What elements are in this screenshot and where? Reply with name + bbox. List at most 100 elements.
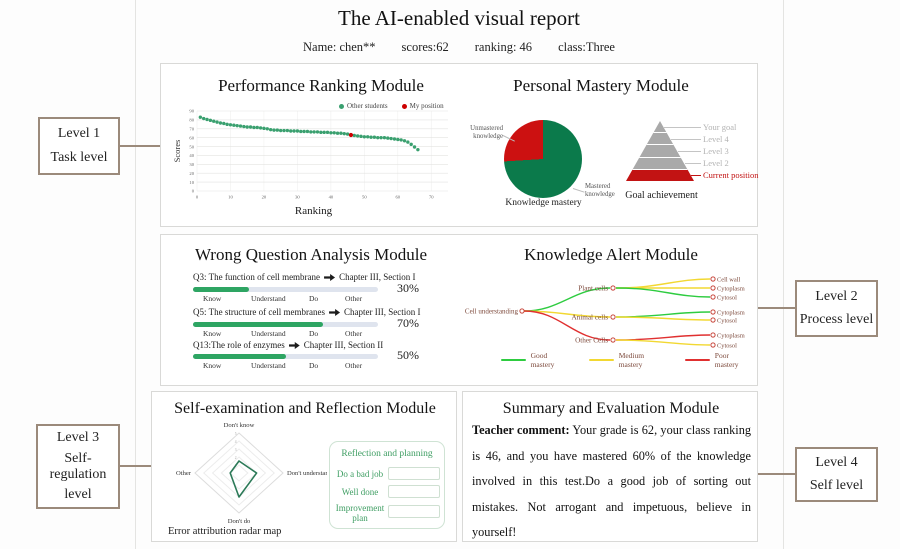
q5-scale: Know Understand Do Other — [203, 329, 363, 338]
scatter-legend: Other students My position — [339, 102, 444, 110]
q5-percent: 70% — [397, 316, 419, 330]
pie-leader-line-right — [572, 188, 585, 193]
svg-text:80: 80 — [189, 118, 194, 123]
field-label-bad-job: Do a bad job — [336, 469, 384, 479]
student-ranking: ranking: 46 — [474, 40, 533, 54]
svg-text:Scores: Scores — [172, 140, 182, 163]
svg-text:Other Cells: Other Cells — [575, 337, 608, 345]
q13-progress-fill — [193, 354, 286, 359]
improvement-plan-input[interactable] — [388, 505, 440, 518]
field-label-well-done: Well done — [341, 487, 379, 497]
svg-text:50: 50 — [362, 195, 367, 200]
svg-text:Cytosol: Cytosol — [717, 342, 737, 349]
wrong-module-title: Wrong Question Analysis Module — [194, 245, 428, 264]
svg-text:Don't do: Don't do — [228, 518, 251, 525]
svg-text:40: 40 — [329, 195, 334, 200]
mastery-module-title: Personal Mastery Module — [513, 76, 689, 95]
tree-legend: Good mastery Medium mastery Poor mastery — [501, 351, 751, 369]
q3-percent: 30% — [397, 281, 419, 295]
pyramid-leader-3 — [678, 151, 701, 152]
scatter-xlabel: Ranking — [294, 205, 333, 217]
level2-connector — [757, 307, 795, 309]
svg-text:2: 2 — [235, 456, 237, 460]
svg-text:70: 70 — [429, 195, 434, 200]
svg-text:Plant cells: Plant cells — [578, 285, 608, 293]
svg-text:Don't understand: Don't understand — [287, 470, 327, 477]
red-dot-icon — [401, 103, 407, 109]
level1-line1: Level 1 — [57, 126, 101, 142]
performance-module-title: Performance Ranking Module — [218, 76, 424, 95]
reflection-title: Reflection and planning — [341, 449, 433, 459]
pyramid-label-l2: Level 2 — [703, 158, 729, 168]
svg-text:Cell wall: Cell wall — [717, 276, 740, 283]
pyramid-leader-5 — [691, 175, 701, 176]
svg-text:40: 40 — [189, 153, 194, 158]
teacher-comment-label: Teacher comment: — [472, 423, 570, 437]
svg-text:0: 0 — [196, 195, 199, 200]
level3-line3: level — [64, 486, 92, 502]
red-line-icon — [685, 358, 710, 362]
svg-text:Cytosol: Cytosol — [717, 294, 737, 301]
pyramid-leader-4 — [685, 163, 701, 164]
svg-text:Cytoplasm: Cytoplasm — [717, 285, 745, 292]
process-level-panel: Wrong Question Analysis Module Q3: The f… — [160, 234, 758, 386]
svg-text:70: 70 — [189, 126, 194, 131]
svg-text:50: 50 — [189, 144, 194, 149]
svg-text:60: 60 — [396, 195, 401, 200]
pyramid-label-current: Current position — [703, 170, 759, 180]
pie-label-mastered: Mastered knowledge — [585, 183, 615, 199]
q13-progress-track — [193, 354, 378, 359]
well-done-input[interactable] — [388, 485, 440, 498]
level2-line2: Process level — [799, 312, 874, 327]
svg-text:30: 30 — [295, 195, 300, 200]
q5-progress-track — [193, 322, 378, 327]
svg-text:20: 20 — [189, 171, 194, 176]
self-level-panel: Summary and Evaluation Module Teacher co… — [462, 391, 758, 542]
pyramid-leader-2 — [671, 139, 701, 140]
legend-my-position: My position — [401, 102, 444, 110]
q5-progress-fill — [193, 322, 323, 327]
q3-progress-track — [193, 287, 378, 292]
svg-text:Cytoplasm: Cytoplasm — [717, 309, 745, 316]
legend-other-students: Other students — [339, 102, 388, 110]
svg-text:Other: Other — [176, 470, 192, 477]
level1-box: Level 1 Task level — [38, 117, 120, 175]
pie-label-unmastered: Unmastered knowledge — [470, 125, 503, 141]
task-level-panel: Performance Ranking Module Other student… — [160, 63, 758, 227]
svg-text:3: 3 — [235, 448, 237, 452]
level4-line2: Self level — [809, 477, 864, 493]
yellow-line-icon — [589, 358, 614, 362]
legend-good-mastery: Good mastery — [501, 351, 569, 369]
teacher-comment: Teacher comment: Your grade is 62, your … — [472, 418, 751, 546]
reflection-planning-box: Reflection and planning Do a bad job Wel… — [329, 441, 445, 529]
teacher-comment-text: Your grade is 62, your class ranking is … — [472, 423, 752, 540]
field-label-improvement: Improvement plan — [335, 503, 385, 524]
maps-to-arrow-icon — [329, 309, 341, 316]
green-line-icon — [501, 358, 526, 362]
self-regulation-panel: Self-examination and Reflection Module 1… — [151, 391, 457, 542]
q3-scale: Know Understand Do Other — [203, 294, 363, 303]
level2-box: Level 2 Process level — [795, 280, 878, 337]
maps-to-arrow-icon — [288, 342, 300, 349]
pyramid-label-l3: Level 3 — [703, 146, 729, 156]
level1-line2: Task level — [50, 149, 108, 165]
page-title: The AI-enabled visual report — [338, 6, 580, 30]
pyramid-label-goal: Your goal — [703, 122, 737, 132]
summary-module-title: Summary and Evaluation Module — [502, 400, 720, 417]
svg-text:4: 4 — [235, 440, 237, 444]
level3-connector — [120, 465, 151, 467]
q3-progress-fill — [193, 287, 249, 292]
selfexam-module-title: Self-examination and Reflection Module — [174, 400, 436, 417]
student-scores: scores:62 — [401, 40, 449, 54]
student-class: class:Three — [558, 40, 615, 54]
alert-module-title: Knowledge Alert Module — [524, 245, 698, 264]
student-name: Name: chen** — [303, 40, 376, 54]
svg-text:5: 5 — [235, 432, 237, 436]
pie-caption: Knowledge mastery — [505, 198, 582, 208]
knowledge-mastery-pie — [504, 120, 582, 198]
bad-job-input[interactable] — [388, 467, 440, 480]
left-frame-line — [135, 0, 136, 549]
